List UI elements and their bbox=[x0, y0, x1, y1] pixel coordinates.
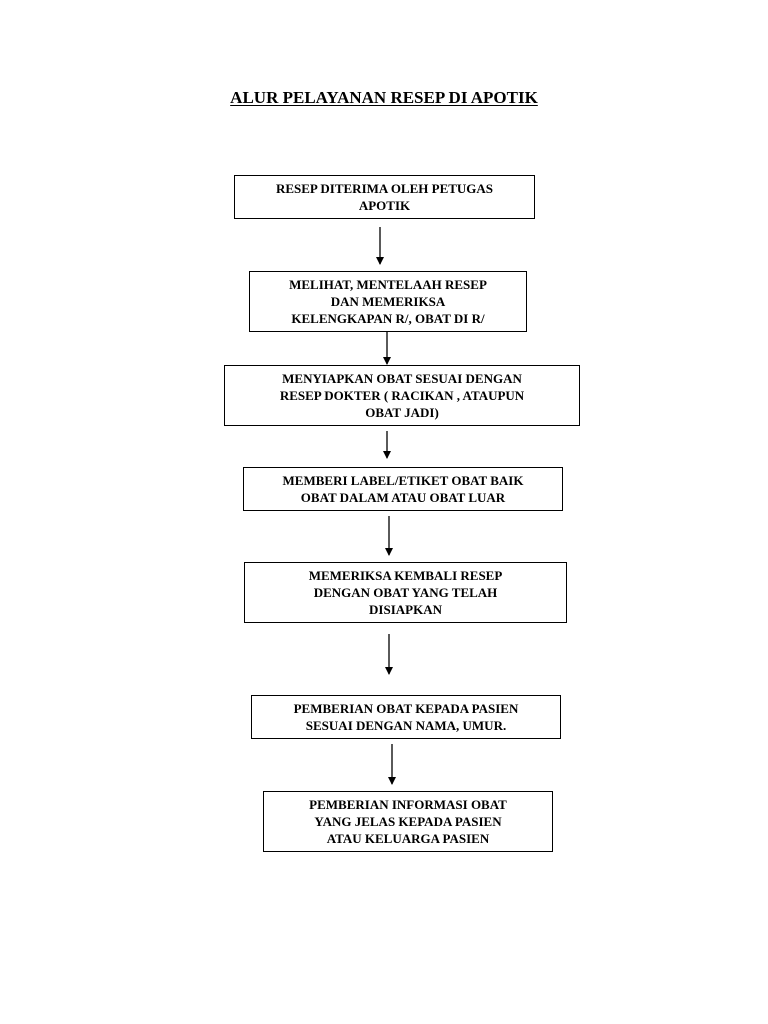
step-box-7: PEMBERIAN INFORMASI OBAT YANG JELAS KEPA… bbox=[263, 791, 553, 852]
step-text-1: RESEP DITERIMA OLEH PETUGAS APOTIK bbox=[275, 181, 494, 213]
step-text-6: PEMBERIAN OBAT KEPADA PASIEN SESUAI DENG… bbox=[293, 701, 519, 733]
step-text-7: PEMBERIAN INFORMASI OBAT YANG JELAS KEPA… bbox=[309, 797, 507, 846]
step-text-5: MEMERIKSA KEMBALI RESEP DENGAN OBAT YANG… bbox=[308, 568, 503, 617]
step-text-4: MEMBERI LABEL/ETIKET OBAT BAIK OBAT DALA… bbox=[282, 473, 524, 505]
step-box-2: MELIHAT, MENTELAAH RESEP DAN MEMERIKSA K… bbox=[249, 271, 527, 332]
step-box-5: MEMERIKSA KEMBALI RESEP DENGAN OBAT YANG… bbox=[244, 562, 567, 623]
step-box-1: RESEP DITERIMA OLEH PETUGAS APOTIK bbox=[234, 175, 535, 219]
step-box-3: MENYIAPKAN OBAT SESUAI DENGAN RESEP DOKT… bbox=[224, 365, 580, 426]
step-text-3: MENYIAPKAN OBAT SESUAI DENGAN RESEP DOKT… bbox=[279, 371, 525, 420]
step-box-6: PEMBERIAN OBAT KEPADA PASIEN SESUAI DENG… bbox=[251, 695, 561, 739]
step-box-4: MEMBERI LABEL/ETIKET OBAT BAIK OBAT DALA… bbox=[243, 467, 563, 511]
page-title-text: ALUR PELAYANAN RESEP DI APOTIK bbox=[230, 88, 538, 107]
step-text-2: MELIHAT, MENTELAAH RESEP DAN MEMERIKSA K… bbox=[289, 277, 487, 326]
page-title: ALUR PELAYANAN RESEP DI APOTIK bbox=[0, 88, 768, 108]
